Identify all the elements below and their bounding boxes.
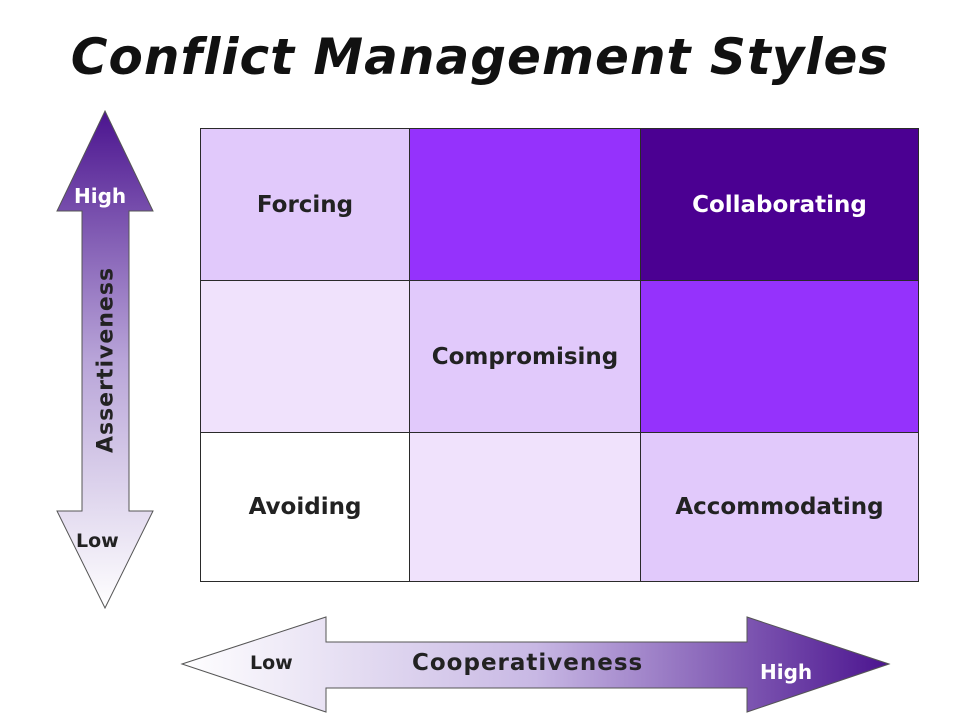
styles-grid: Forcing Collaborating Compromising Avoid…	[200, 128, 919, 582]
assertiveness-arrow-shape	[56, 109, 154, 610]
assertiveness-low-label: Low	[76, 530, 119, 552]
assertiveness-high-label: High	[74, 184, 127, 208]
cell-compromising: Compromising	[410, 281, 641, 433]
cell-forcing: Forcing	[201, 129, 410, 281]
cell-mid-assert-high-coop	[641, 281, 918, 433]
cell-label: Avoiding	[248, 494, 362, 520]
cell-label: Compromising	[431, 343, 619, 370]
cell-accommodating: Accommodating	[641, 433, 918, 581]
cell-avoiding: Avoiding	[201, 433, 410, 581]
cell-collaborating: Collaborating	[641, 129, 918, 281]
cooperativeness-low-label: Low	[250, 652, 293, 674]
cell-high-assert-mid-coop	[410, 129, 641, 281]
cell-low-assert-mid-coop	[410, 433, 641, 581]
cell-label: Collaborating	[692, 191, 867, 218]
cooperativeness-arrow-shape	[180, 616, 891, 713]
diagram-title: Conflict Management Styles	[70, 28, 890, 86]
cooperativeness-axis-label: Cooperativeness	[412, 650, 644, 676]
cooperativeness-high-label: High	[760, 660, 813, 684]
cell-mid-assert-low-coop	[201, 281, 410, 433]
cell-label: Accommodating	[675, 494, 884, 520]
assertiveness-axis-label: Assertiveness	[93, 266, 119, 454]
cell-label: Forcing	[256, 191, 354, 218]
